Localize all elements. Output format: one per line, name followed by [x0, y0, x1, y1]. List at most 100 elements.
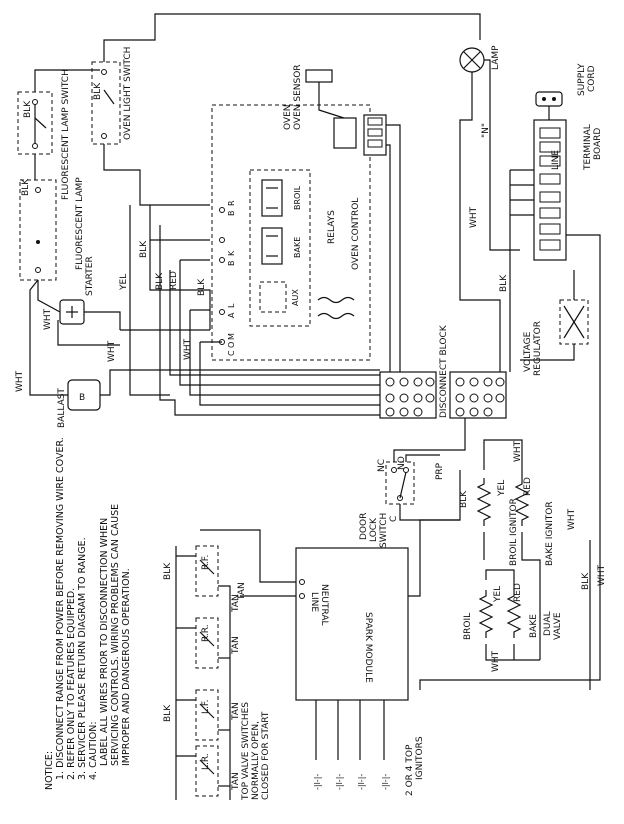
wire-label-wht-8: WHT [491, 650, 501, 672]
relay-terminal-k: K [227, 250, 236, 256]
valve-rr-label: R.R. [201, 624, 211, 642]
disconnect-block-right [449, 371, 507, 419]
top-valve-note-3: CLOSED FOR START [261, 711, 271, 800]
fluorescent-lamp-circuit: B [17, 13, 481, 411]
relay-terminal-r: R [227, 200, 236, 206]
wire-label-yel-2: YEL [497, 480, 507, 497]
spark-module-label: SPARK MODULE [363, 612, 373, 683]
svg-text:B: B [79, 393, 85, 403]
supply-cord: SUPPLY CORD [535, 63, 597, 120]
lamp-label: LAMP [491, 45, 501, 70]
relay-terminal-c: C [227, 350, 236, 356]
relay-terminal-o: O [227, 342, 236, 348]
ballast-label: BALLAST [57, 388, 67, 428]
voltage-regulator-label-1: VOLTAGE [523, 331, 533, 372]
door-lock-label-1: DOOR [359, 513, 369, 540]
line-label: LINE [551, 150, 561, 170]
notice-block: NOTICE: 1. DISCONNECT RANGE FROM POWER B… [44, 437, 132, 790]
door-lock-switch: NC NO C DOOR LOCK SWITCH PRP BLK WHT [359, 418, 523, 548]
spark-module-line-label: LINE [309, 592, 319, 612]
dual-valve-label-1: DUAL [543, 611, 553, 636]
ignitor-symbol-2: -|l-|- [335, 774, 344, 790]
main-harness [120, 205, 380, 416]
notice-item-5: LABEL ALL WIRES PRIOR TO DISCONNECTION W… [99, 518, 110, 766]
relay-terminal-m: M [227, 333, 236, 340]
oven-sensor-label-1: OVEN [283, 104, 293, 130]
broil-ignitor-label: BROIL IGNITOR [509, 498, 519, 566]
valve-lf-label: L.F. [201, 700, 211, 714]
dual-valve: YEL RED BROIL BAKE DUAL VALVE WHT BLK WH… [419, 540, 607, 690]
wire-label-blk-3: BLK [93, 82, 103, 100]
notice-heading: NOTICE: [44, 751, 55, 790]
wire-label-wht-5: WHT [469, 206, 479, 228]
wire-label-wht-7: WHT [567, 508, 577, 530]
wire-label-blk-10: BLK [163, 562, 173, 580]
oven-control-labels: OVEN OVEN SENSOR RELAYS OVEN CONTROL BRO… [227, 64, 361, 356]
starter-label: STARTER [85, 256, 95, 296]
wire-label-wht-3: WHT [107, 340, 117, 362]
ignitor-symbol-4: -|l-|- [381, 774, 390, 790]
wire-label-wht-4: WHT [183, 338, 193, 360]
relay-terminal-l: L [227, 303, 236, 308]
spark-module: LINE NEUTRAL SPARK MODULE TAN -|l-|- -|l… [200, 519, 460, 796]
supply-cord-label-2: CORD [587, 65, 597, 92]
notice-item-4: 4. CAUTION: [88, 721, 99, 780]
wire-label-tan-5: TAN [231, 772, 241, 791]
oven-sensor-label: OVEN SENSOR [293, 64, 303, 130]
wire-label-blk-11: BLK [163, 704, 173, 722]
door-lock-nc-label: NC [377, 459, 387, 472]
wire-label-blk-7: BLK [499, 274, 509, 292]
voltage-regulator: VOLTAGE REGULATOR [520, 270, 589, 376]
wire-label-yel-1: YEL [119, 274, 129, 291]
oven-light-switch-label: OVEN LIGHT SWITCH [123, 47, 133, 140]
ignitor-symbol-1: -|l-|- [313, 774, 322, 790]
wire-label-tan-4: TAN [231, 702, 241, 721]
fluorescent-lamp-label: FLUORESCENT LAMP [75, 177, 85, 270]
broil-relay-label: BROIL [293, 185, 302, 210]
wire-label-red-2: RED [523, 477, 533, 496]
oven-control [211, 69, 401, 380]
wire-label-red-3: RED [513, 583, 523, 602]
terminal-board-label-1: TERMINAL [583, 124, 593, 171]
wire-label-blk-4: BLK [139, 240, 149, 258]
relay-terminal-a: A [227, 312, 236, 318]
bake-relay-label: BAKE [293, 237, 302, 258]
wire-label-red-1: RED [169, 271, 179, 290]
door-lock-no-label: NO [397, 456, 407, 470]
voltage-regulator-label-2: REGULATOR [533, 321, 543, 376]
neutral-mark-label: "N" [481, 123, 491, 138]
door-lock-label-2: LOCK [369, 517, 379, 542]
dual-valve-label-2: VALVE [553, 612, 563, 640]
wire-label-yel-3: YEL [493, 586, 503, 603]
relays-label: RELAYS [327, 210, 337, 244]
oven-control-label: OVEN CONTROL [351, 198, 361, 270]
notice-item-2: 2. REFER ONLY TO FEATURES EQUIPPED. [66, 588, 77, 780]
ignitors-note-2: IGNITORS [415, 736, 425, 780]
relay-terminal-b2: B [227, 261, 236, 267]
top-valve-note-1: TOP VALVE SWITCHES [241, 702, 251, 801]
wire-label-blk-6: BLK [197, 278, 207, 296]
wire-label-blk-9: BLK [581, 572, 591, 590]
bake-valve-label: BAKE [529, 614, 539, 638]
broil-valve-label: BROIL [463, 613, 473, 640]
wire-label-wht-1: WHT [43, 308, 53, 330]
harness-labels: YEL BLK BLK RED BLK WHT [119, 240, 207, 360]
aux-relay-label: AUX [291, 289, 300, 306]
notice-item-7: IMPROPER AND DANGEROUS OPERATION. [121, 568, 132, 766]
disconnect-block-label: DISCONNECT BLOCK [439, 324, 449, 418]
ignitors-note-1: 2 OR 4 TOP [405, 744, 415, 796]
notice-item-1: 1. DISCONNECT RANGE FROM POWER BEFORE RE… [55, 437, 66, 780]
wire-label-wht-2: WHT [15, 370, 25, 392]
notice-item-3: 3. SERVICER PLEASE RETURN DIAGRAM TO RAN… [77, 537, 88, 780]
door-lock-c-label: C [389, 516, 399, 522]
ignitor-symbol-3: -|l-|- [357, 774, 366, 790]
terminal-board: LINE TERMINAL BOARD "N" [481, 119, 603, 600]
wire-label-tan-1: TAN [237, 582, 247, 601]
terminal-board-label-2: BOARD [593, 128, 603, 160]
fluorescent-lamp-switch-label: FLUORESCENT LAMP SWITCH [61, 69, 71, 200]
relay-terminal-b1: B [227, 211, 236, 217]
wire-label-wht-9: WHT [597, 564, 607, 586]
top-valve-note-2: NORMALLY OPEN, [251, 721, 261, 800]
wire-label-prp: PRP [435, 462, 445, 480]
